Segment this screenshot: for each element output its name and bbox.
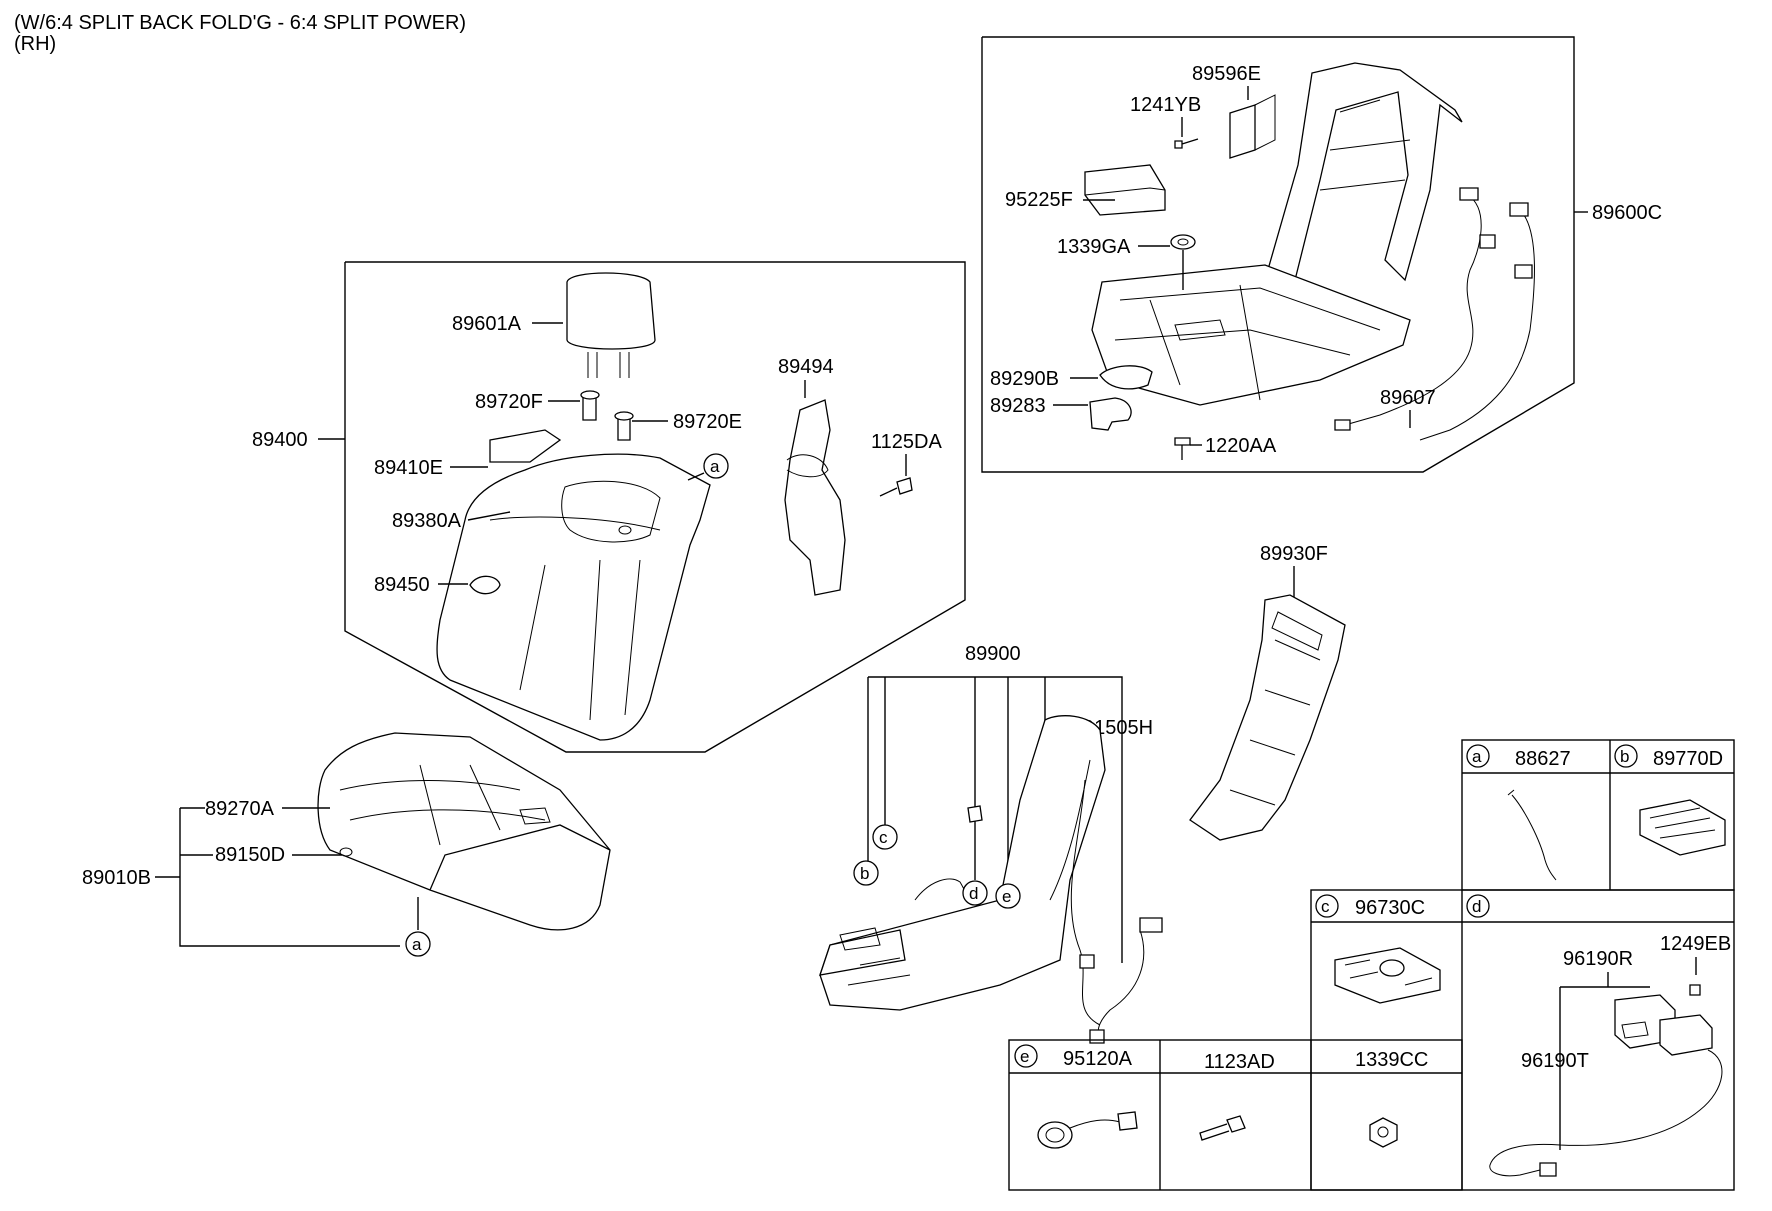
label-89720E: 89720E [673,411,742,433]
legend-drawing-89770D-switch [1639,799,1726,856]
label-95225F: 95225F [1005,189,1073,211]
legend-part-89770D: 89770D [1653,748,1723,770]
legend-drawing-96190R-module [1614,984,1713,1056]
legend-part-1249EB: 1249EB [1660,933,1731,955]
label-1241YB: 1241YB [1130,94,1201,116]
label-89283: 89283 [990,395,1046,417]
label-89720F: 89720F [475,391,543,413]
seat-back-drawing [436,272,913,741]
label-89150D: 89150D [215,844,285,866]
label-89450: 89450 [374,574,430,596]
callout-bubble-d: d [962,880,988,906]
legend-cell-c-header: c 96730C [1315,894,1425,919]
label-1125DA: 1125DA [871,431,942,453]
legend-cell-b-header: b 89770D [1614,744,1723,770]
label-1220AA: 1220AA [1205,435,1277,457]
label-89930F: 89930F [1260,543,1328,565]
frame-group-outline [981,36,1575,473]
legend-part-96190T: 96190T [1521,1050,1589,1072]
legend-drawing-1339CC-nut [1369,1117,1398,1148]
legend-part-1123AD: 1123AD [1204,1051,1275,1073]
seat-frame-drawing [1084,62,1535,460]
legend-drawing-96730C-controller [1334,947,1441,1004]
legend-drawing-95120A-socket [1037,1111,1138,1149]
callout-c-letter: c [879,828,888,847]
seat-back-group-outline [344,261,966,753]
label-89270A: 89270A [205,798,275,820]
armrest-drawing [819,715,1163,1044]
callout-bubble-a-bottom: a [405,931,431,957]
callout-bubble-e: e [995,883,1021,909]
diagram-header-line-2: (RH) [14,33,57,55]
callout-a-letter-bottom: a [412,935,422,954]
legend-b-letter: b [1620,747,1629,766]
legend-d-letter: d [1472,897,1481,916]
label-1339GA: 1339GA [1057,236,1131,258]
legend-e-letter: e [1020,1047,1029,1066]
legend-part-96730C: 96730C [1355,897,1425,919]
label-89596E: 89596E [1192,63,1261,85]
legend-part-88627: 88627 [1515,748,1571,770]
legend-cell-d-header: d [1466,894,1490,918]
callout-b-letter: b [860,864,869,883]
label-89380A: 89380A [392,510,462,532]
label-89494: 89494 [778,356,834,378]
legend-grid [1008,739,1735,1191]
seat-cushion-drawing [317,732,611,931]
label-89601A: 89601A [452,313,522,335]
callout-bubble-a-top: a [687,453,729,481]
label-89410E: 89410E [374,457,443,479]
legend-drawing-96190T-cable [1489,1049,1723,1177]
legend-c-letter: c [1321,897,1330,916]
bracket-89930F-drawing [1189,594,1346,841]
legend-part-96190R: 96190R [1563,948,1633,970]
legend-part-95120A: 95120A [1063,1048,1133,1070]
armrest-leader-bracket [867,676,1123,963]
callout-bubble-c: c [872,824,898,850]
label-89600C: 89600C [1592,202,1662,224]
diagram-header-line-1: (W/6:4 SPLIT BACK FOLD'G - 6:4 SPLIT POW… [14,12,467,34]
label-89607: 89607 [1380,387,1436,409]
legend-a-letter: a [1472,747,1482,766]
label-89900: 89900 [965,643,1021,665]
label-89010B: 89010B [82,867,151,889]
label-89400: 89400 [252,429,308,451]
label-89290B: 89290B [990,368,1059,390]
legend-drawing-1123AD-bolt [1199,1115,1246,1141]
callout-d-letter: d [969,884,978,903]
callout-e-letter: e [1002,887,1011,906]
legend-cell-e-header: e 95120A [1014,1044,1133,1070]
legend-part-1339CC: 1339CC [1355,1049,1428,1071]
legend-cell-a-header: a 88627 [1466,744,1571,770]
legend-drawing-88627-wire [1507,789,1557,881]
callout-bubble-b: b [853,860,879,886]
callout-a-letter: a [710,457,720,476]
